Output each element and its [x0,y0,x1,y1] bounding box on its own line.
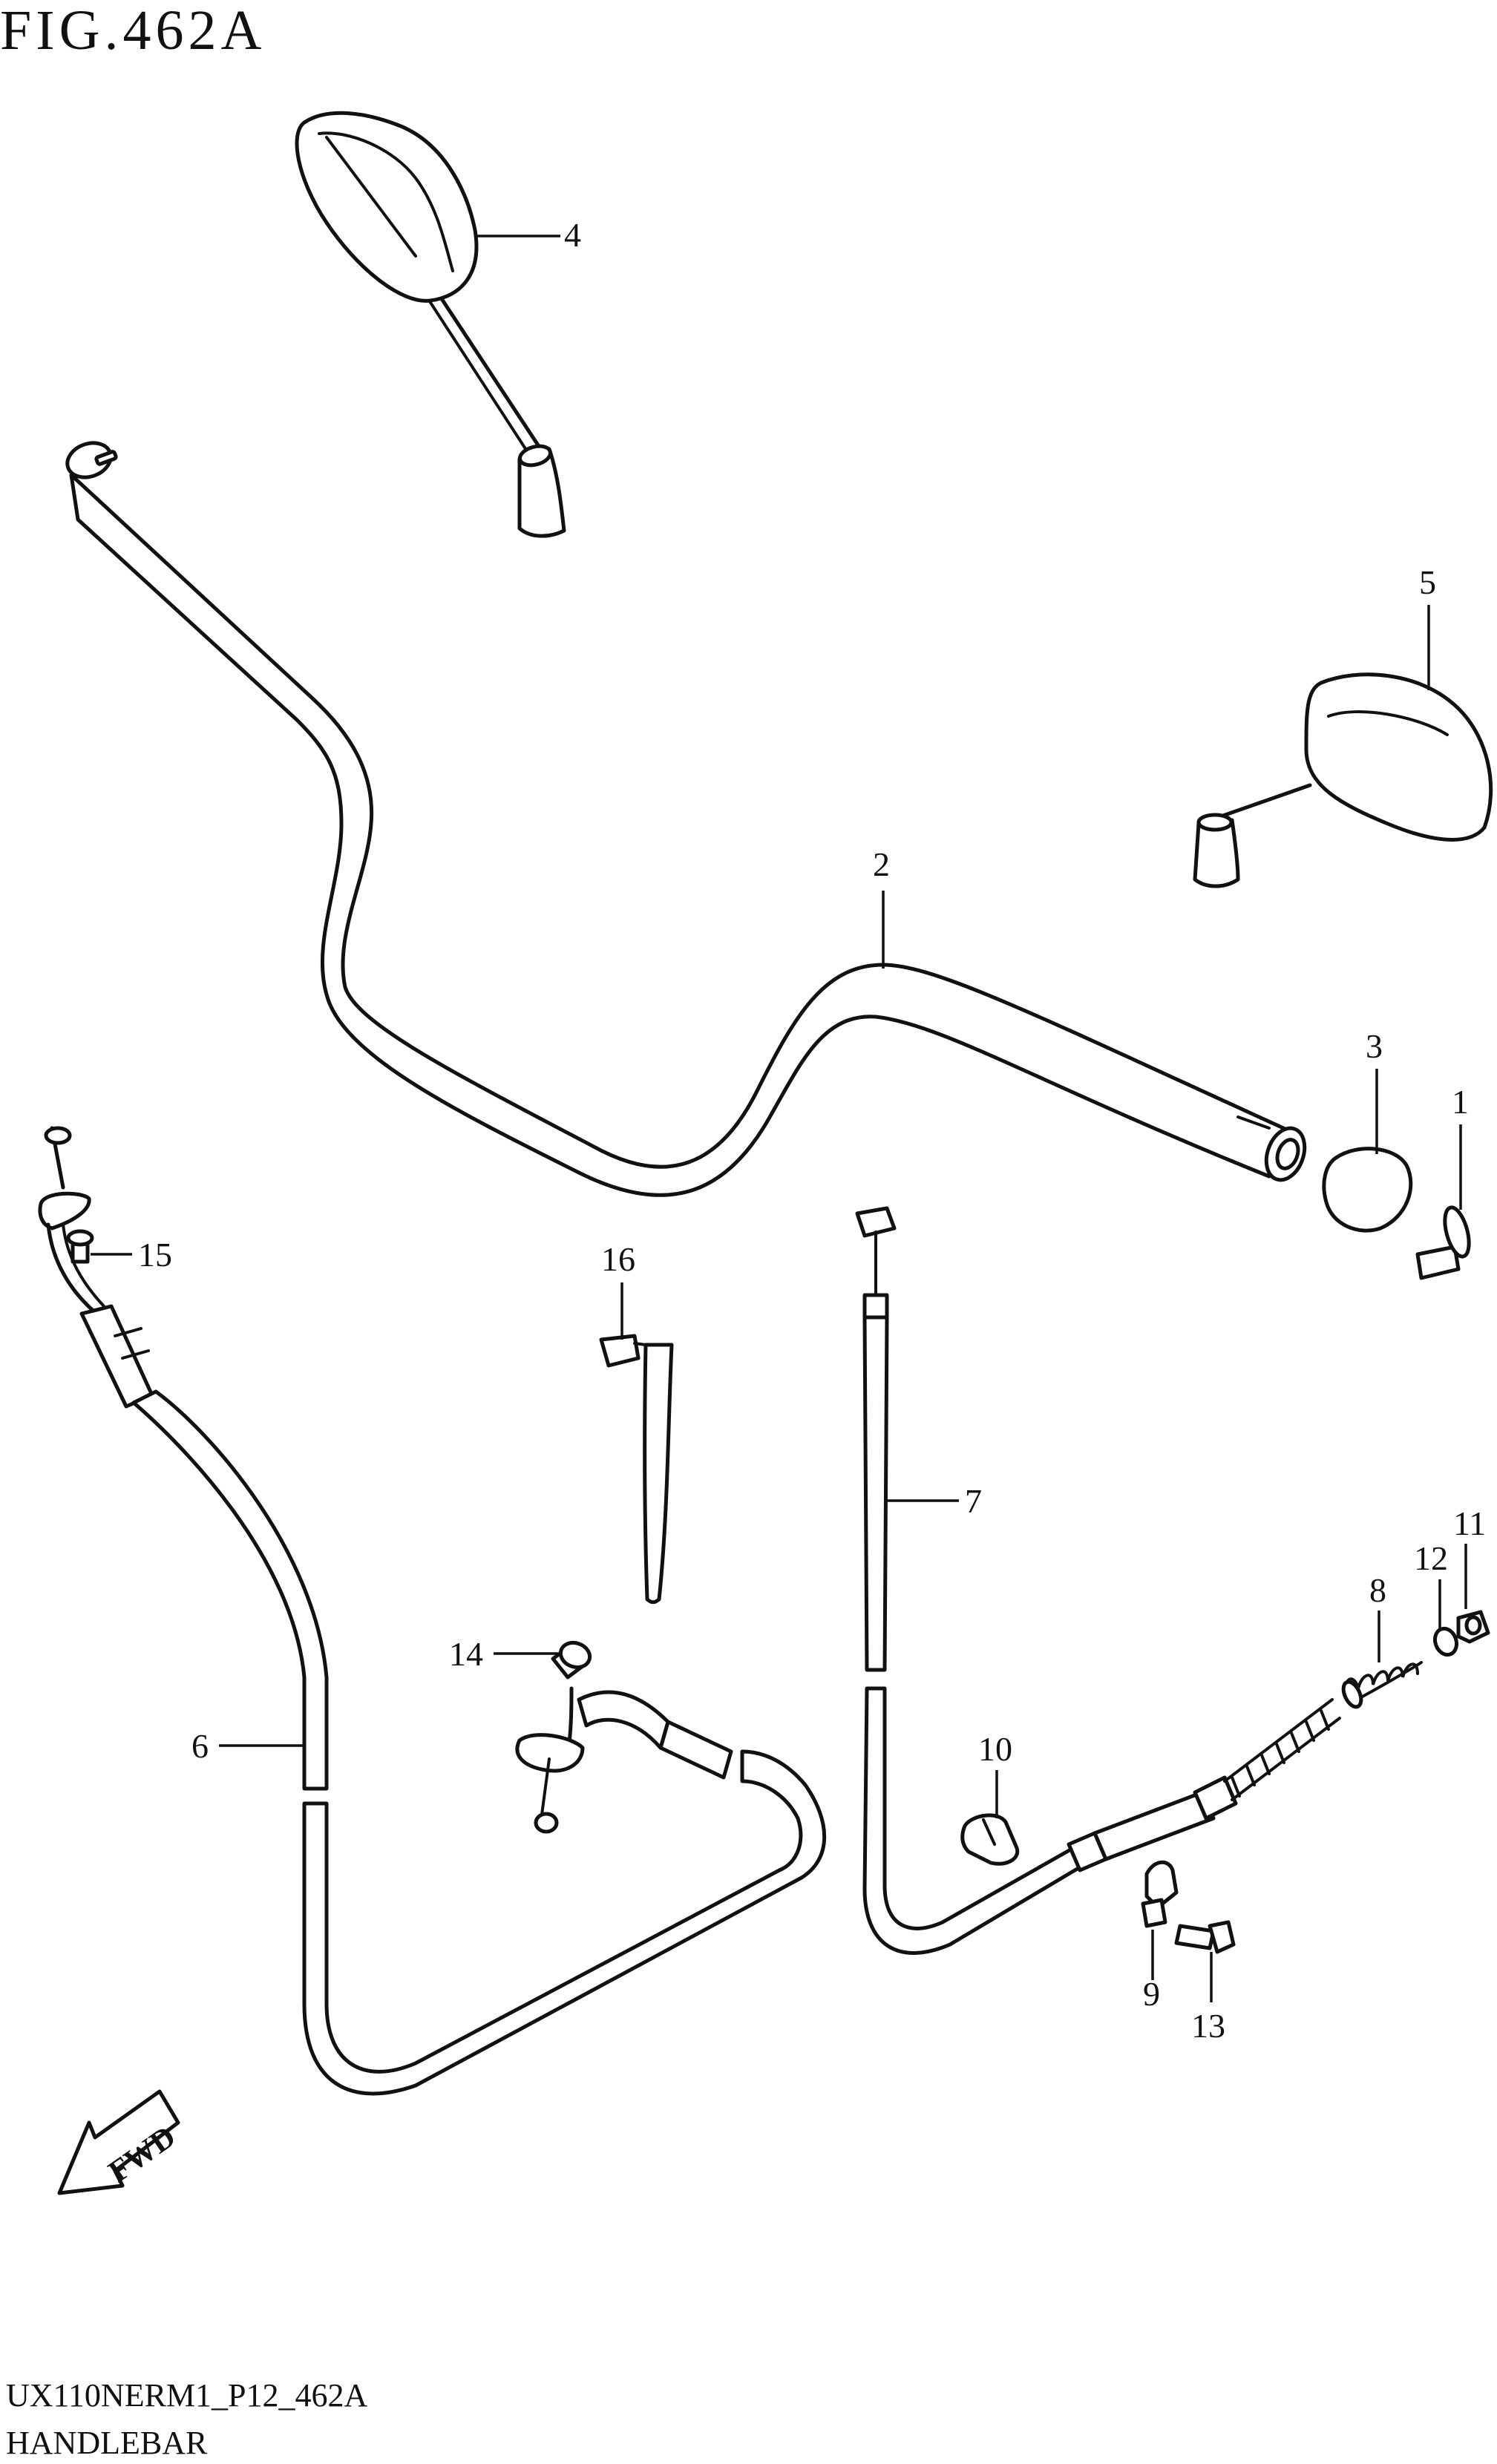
left-mirror-part [295,111,566,538]
clamp-part [960,1813,1020,1866]
callout-15: 15 [138,1236,172,1274]
bracket-part [1141,1860,1179,1928]
callout-13: 13 [1191,2007,1225,2045]
spring-part [1341,1661,1423,1709]
callout-7: 7 [965,1482,982,1520]
screw-1-part [1415,1205,1471,1280]
callout-4: 4 [564,216,581,254]
figure-code: UX110NERM1_P12_462A [6,2377,368,2414]
callout-6: 6 [191,1727,209,1765]
screw-15-part [66,1229,94,1264]
nut-11-part [1456,1610,1490,1644]
screw-14-part [551,1640,592,1680]
callout-14: 14 [449,1635,483,1673]
throttle-cable-part [38,1126,827,2096]
forward-arrow-icon: FWD [57,2089,182,2195]
brake-cable-part [855,1206,1341,1955]
callout-2: 2 [873,845,890,883]
callout-11: 11 [1453,1504,1486,1542]
handlebar-part [65,441,1307,1197]
cable-tie-part [599,1334,674,1605]
callout-5: 5 [1419,563,1436,601]
washer-12-part [1432,1626,1459,1657]
callout-8: 8 [1369,1571,1386,1609]
callout-labels: 4 5 2 3 1 15 16 7 11 12 8 14 6 10 9 13 [138,216,1486,2045]
callout-12: 12 [1414,1539,1448,1577]
callout-9: 9 [1143,1975,1160,2013]
right-mirror-part [1193,672,1493,888]
callout-1: 1 [1452,1083,1469,1121]
figure-title: FIG.462A [0,0,266,62]
grip-end-part [1322,1147,1413,1233]
bolt-13-part [1174,1920,1236,1954]
callout-16: 16 [601,1240,635,1278]
callout-3: 3 [1366,1027,1383,1065]
figure-name: HANDLEBAR [6,2425,208,2461]
callout-10: 10 [978,1730,1012,1768]
leader-lines [91,235,1467,2002]
